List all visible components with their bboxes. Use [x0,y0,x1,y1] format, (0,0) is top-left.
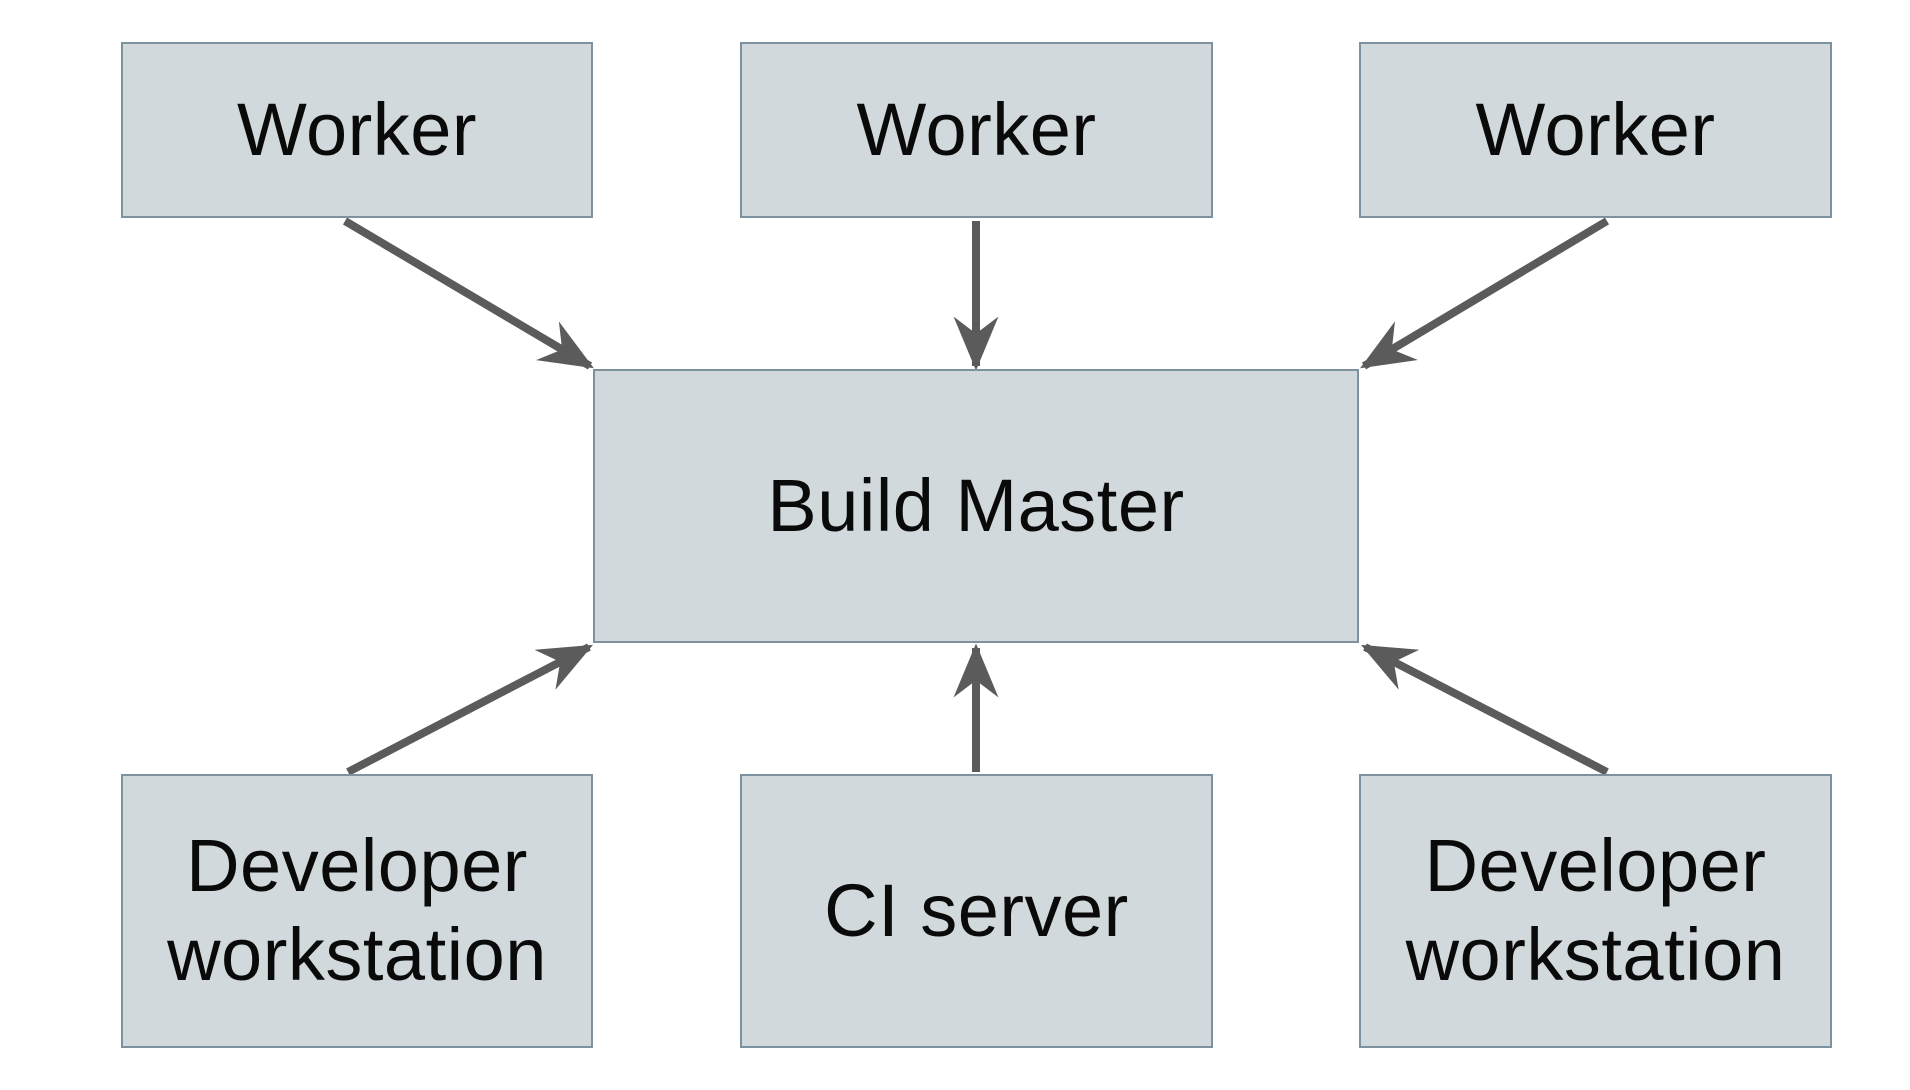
node-developer-workstation-left: Developer workstation [121,774,593,1048]
arrow-developer-workstation-left-to-build-master [346,643,593,776]
node-worker-1-label: Worker [236,87,478,171]
arrow-worker-1-to-build-master [342,217,594,370]
node-worker-3-label: Worker [1475,87,1716,171]
node-worker-1: Worker [121,42,593,218]
node-developer-workstation-right-label: Developer workstation [1405,824,1786,996]
node-worker-2: Worker [740,42,1213,218]
node-worker-3: Worker [1359,42,1832,218]
node-developer-workstation-left-label: Developer workstation [167,824,547,996]
arrow-worker-3-to-build-master [1360,217,1610,370]
arrow-developer-workstation-right-to-build-master [1361,643,1609,776]
node-ci-server-label: CI server [824,868,1129,952]
node-ci-server: CI server [740,774,1213,1048]
node-worker-2-label: Worker [856,87,1097,171]
node-build-master-label: Build Master [767,463,1185,547]
node-developer-workstation-right: Developer workstation [1359,774,1832,1048]
node-build-master: Build Master [593,369,1359,643]
